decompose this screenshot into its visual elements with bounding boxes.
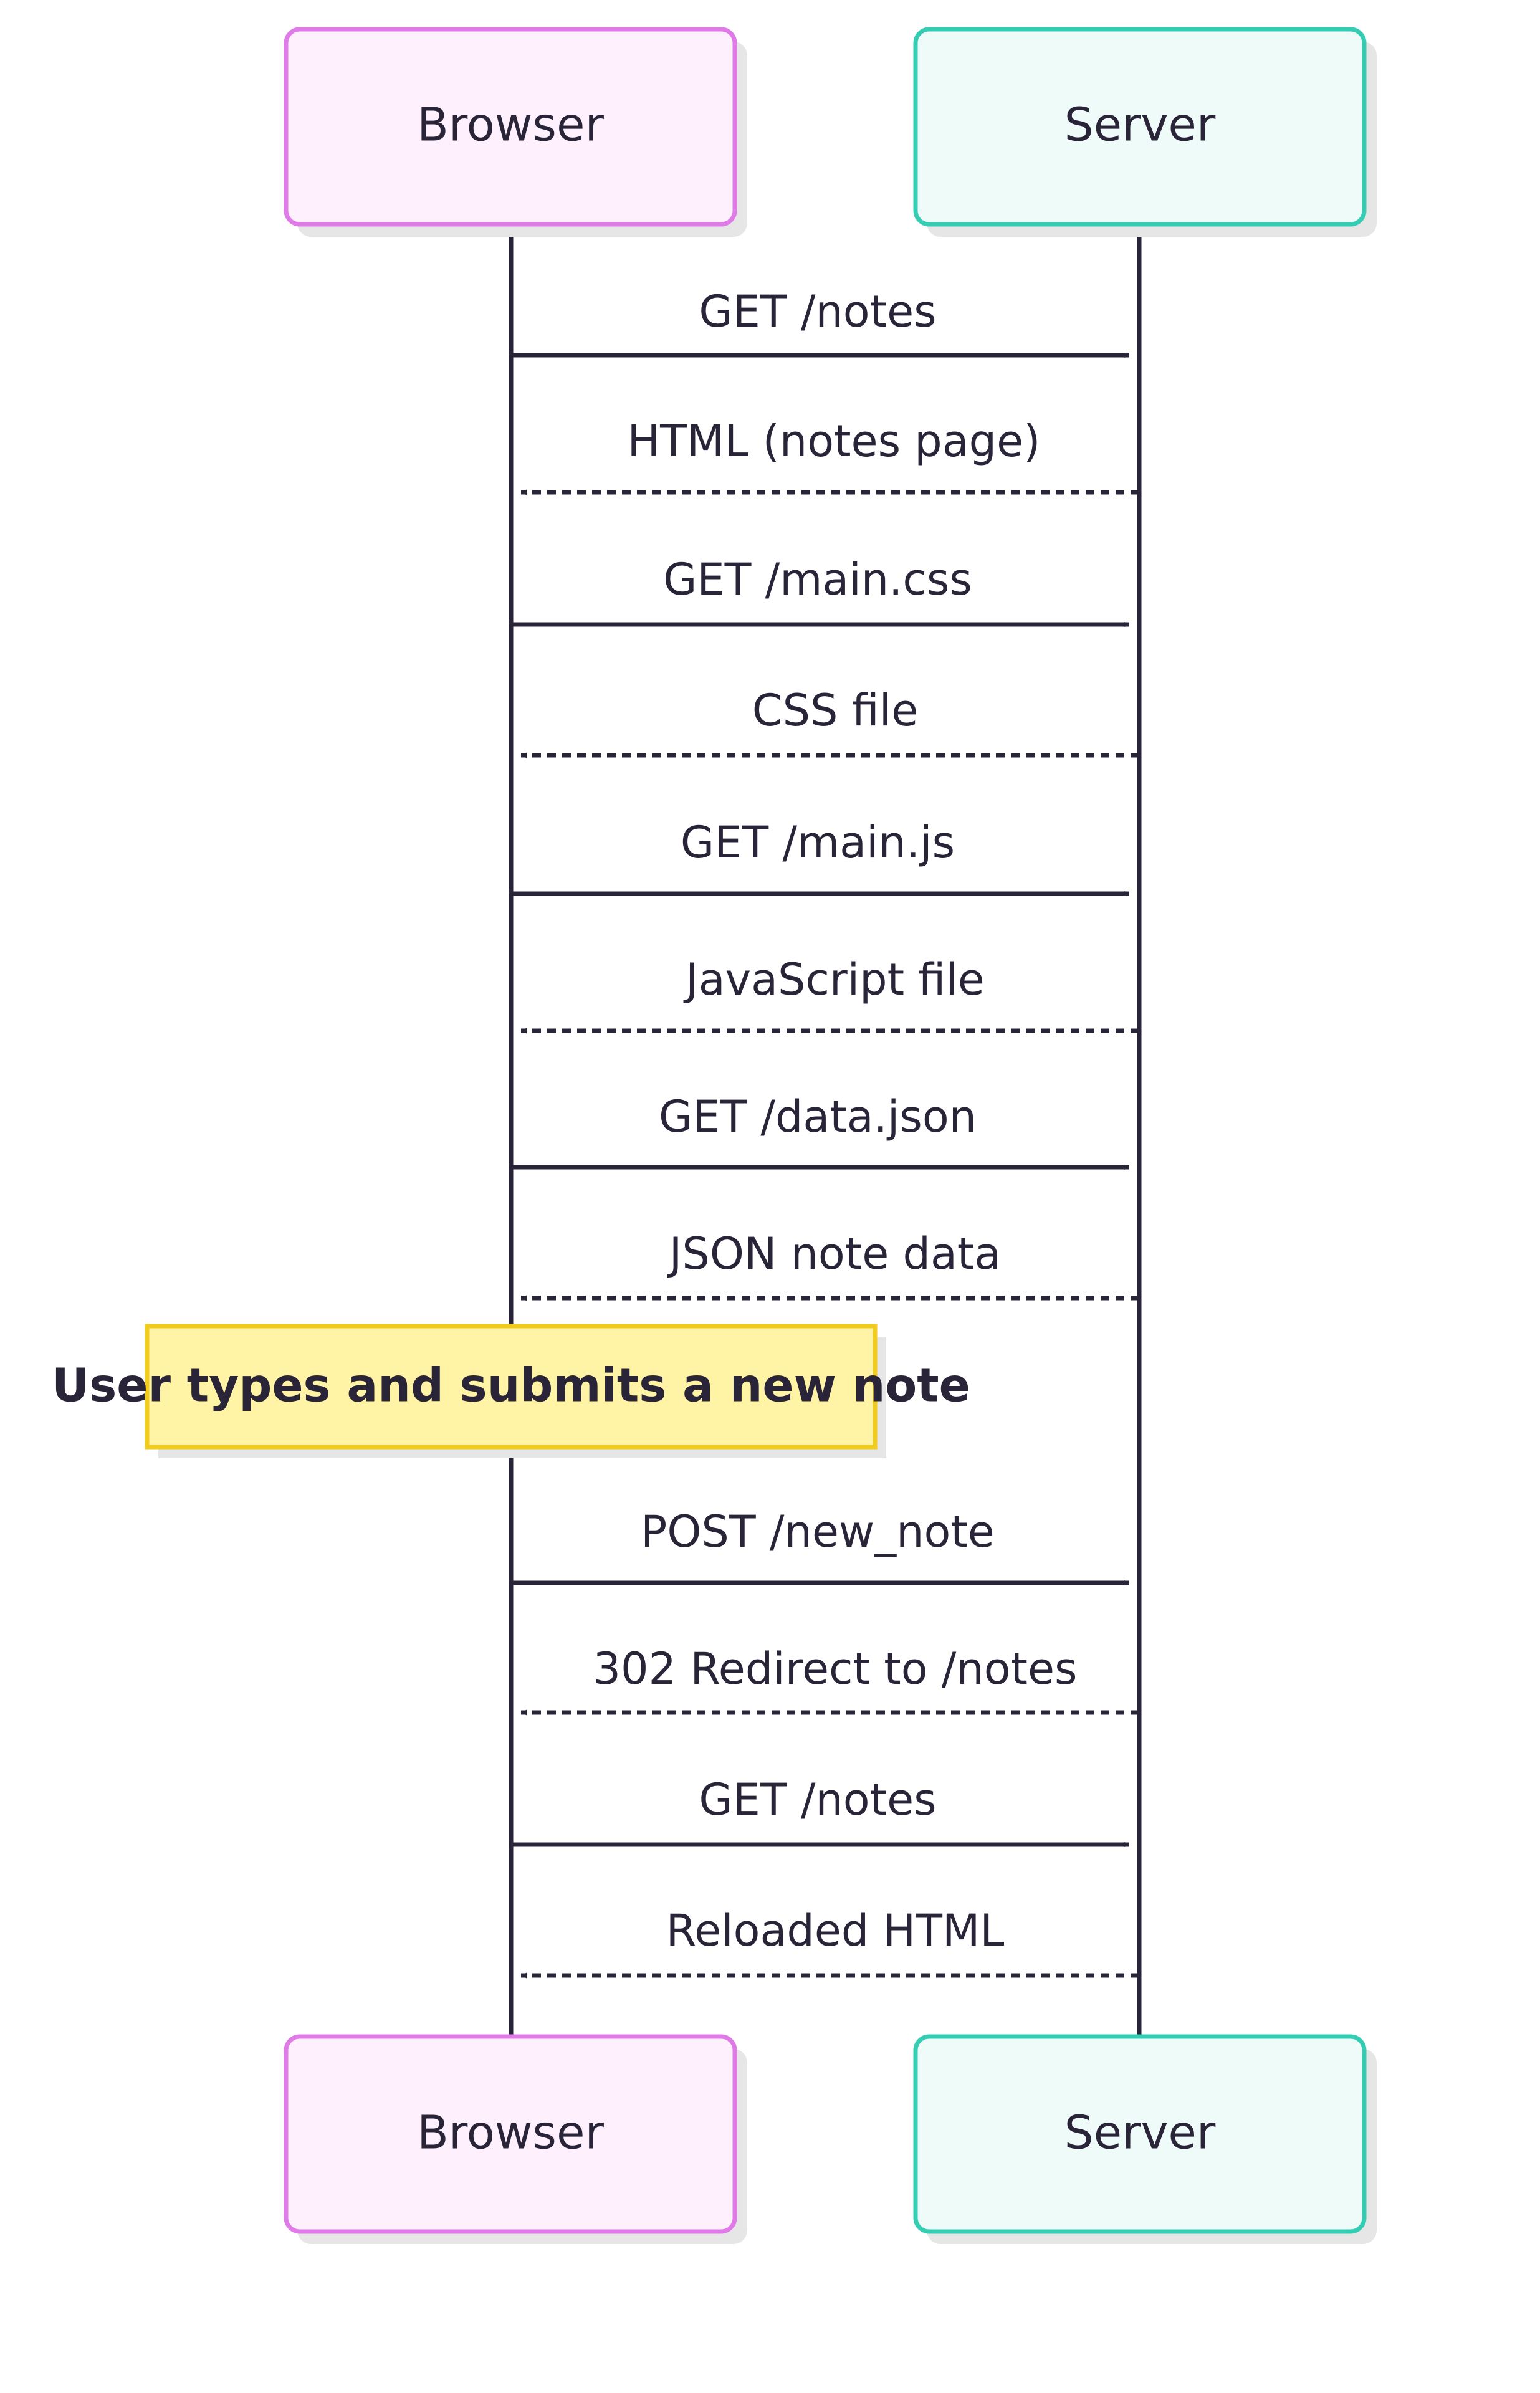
message-label: CSS file [752,685,919,736]
message-label: HTML (notes page) [628,416,1041,467]
actor-label-server: Server [1064,98,1216,152]
message-get-data-json: GET /data.json [511,1091,1129,1170]
message-css-file: CSS file [521,685,1139,758]
actor-box [913,2034,1367,2234]
actor-box [284,27,737,227]
message-label: Reloaded HTML [666,1905,1005,1956]
actor-box [913,27,1367,227]
message-label: GET /data.json [659,1091,977,1142]
message-302-redirect: 302 Redirect to /notes [521,1643,1139,1716]
note-text: User types and submits a new note [52,1359,970,1413]
message-label: GET /notes [699,1774,936,1825]
actor-server-bottom: Server [913,2034,1377,2244]
message-label: 302 Redirect to /notes [593,1643,1077,1694]
message-reloaded-html: Reloaded HTML [521,1905,1139,1979]
message-get-notes: GET /notes [511,286,1129,358]
message-label: GET /notes [699,286,936,337]
message-html-notes-page: HTML (notes page) [521,416,1139,495]
message-label: JavaScript file [683,954,985,1005]
message-label: GET /main.css [663,554,972,605]
actor-browser-top: Browser [284,27,747,237]
actor-server-top: Server [913,27,1377,237]
actor-box [284,2034,737,2234]
message-label: GET /main.js [681,817,955,868]
message-post-new-note: POST /new_note [511,1506,1129,1586]
actor-browser-bottom: Browser [284,2034,747,2244]
message-get-main-js: GET /main.js [511,817,1129,897]
note-box [145,1324,878,1450]
message-javascript-file: JavaScript file [521,954,1139,1034]
actor-label-browser: Browser [417,2106,604,2160]
message-get-notes-reload: GET /notes [511,1774,1129,1848]
message-get-main-css: GET /main.css [511,554,1129,628]
note-over-browser: User types and submits a new note [52,1324,970,1458]
message-label: JSON note data [667,1228,1001,1279]
actor-label-browser: Browser [417,98,604,152]
message-label: POST /new_note [641,1506,995,1557]
message-json-note-data: JSON note data [521,1228,1139,1301]
actor-label-server: Server [1064,2106,1216,2160]
